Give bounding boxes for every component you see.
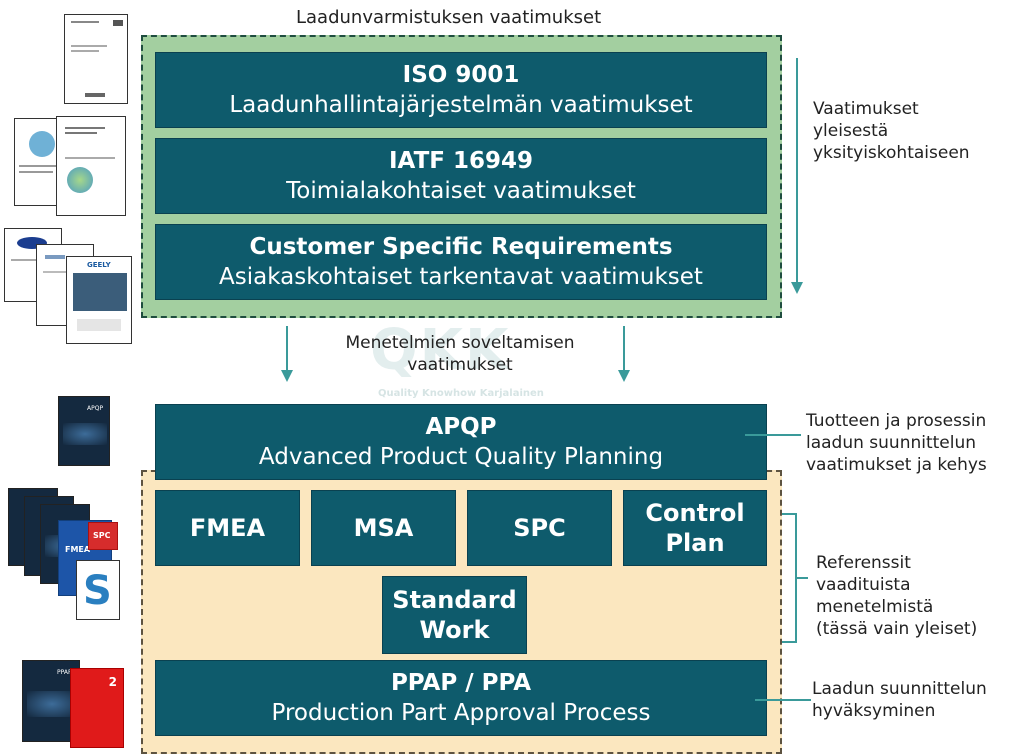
note-line: Referenssit xyxy=(816,553,911,573)
methods-note: Referenssit vaadituista menetelmistä (tä… xyxy=(816,552,977,640)
ppap-title: PPAP / PPA xyxy=(390,670,532,696)
iso-9001-box: ISO 9001 Laadunhallintajärjestelmän vaat… xyxy=(155,52,767,128)
note-line: yksityiskohtaiseen xyxy=(813,143,970,163)
label-line: Menetelmien soveltamisen xyxy=(345,333,575,353)
apqp-title: APQP xyxy=(425,414,497,440)
fmea-box: FMEA xyxy=(155,490,300,566)
note-line: Vaatimukset xyxy=(813,99,919,119)
control-plan-box: Control Plan xyxy=(623,490,767,566)
apqp-note-connector xyxy=(745,434,801,436)
note-line: vaadituista xyxy=(816,575,911,595)
ppap-subtitle: Production Part Approval Process xyxy=(271,700,651,726)
iatf-16949-title: IATF 16949 xyxy=(389,148,533,174)
left-down-arrow xyxy=(281,326,293,382)
apqp-manual-image: APQP xyxy=(58,396,110,466)
customer-specific-title: Customer Specific Requirements xyxy=(249,234,673,260)
note-line: menetelmistä xyxy=(816,597,934,617)
note-line: yleisestä xyxy=(813,121,889,141)
fmea-label: FMEA xyxy=(189,514,266,542)
iso-9001-title: ISO 9001 xyxy=(402,62,520,88)
ppap-note-connector xyxy=(755,699,811,701)
ppap-cover-label: PPAP xyxy=(57,669,72,676)
top-title: Laadunvarmistuksen vaatimukset xyxy=(296,7,602,28)
geely-document-image: GEELY xyxy=(66,256,132,344)
standard-work-box: Standard Work xyxy=(382,576,527,654)
note-line: vaatimukset ja kehys xyxy=(806,455,987,475)
qkk-watermark-logo: QKK xyxy=(370,318,511,383)
iatf-16949-box: IATF 16949 Toimialakohtaiset vaatimukset xyxy=(155,138,767,214)
right-down-arrow xyxy=(618,326,630,382)
ppap-box: PPAP / PPA Production Part Approval Proc… xyxy=(155,660,767,736)
general-to-specific-arrow xyxy=(791,58,803,294)
spc-box: SPC xyxy=(467,490,612,566)
spc-manual-image: SPC xyxy=(88,522,118,550)
ppa-number: 2 xyxy=(108,675,117,689)
iso-9001-subtitle: Laadunhallintajärjestelmän vaatimukset xyxy=(229,92,693,118)
standard-work-label: Standard Work xyxy=(392,586,517,644)
iso-9001-document-image xyxy=(64,14,128,104)
qkk-watermark-text: Quality Knowhow Karjalainen xyxy=(378,388,544,399)
methods-application-label: Menetelmien soveltamisen vaatimukset xyxy=(330,332,590,376)
apqp-cover-label: APQP xyxy=(87,405,104,412)
ppa-manual-image: 2 xyxy=(70,668,124,748)
apqp-box: APQP Advanced Product Quality Planning xyxy=(155,404,767,480)
customer-specific-box: Customer Specific Requirements Asiakasko… xyxy=(155,224,767,300)
msa-label: MSA xyxy=(353,514,414,542)
methods-bracket xyxy=(782,513,808,643)
control-plan-label: Control Plan xyxy=(645,499,745,557)
note-line: laadun suunnittelun xyxy=(806,433,977,453)
geely-label: GEELY xyxy=(87,261,111,269)
customer-specific-subtitle: Asiakaskohtaiset tarkentavat vaatimukset xyxy=(219,264,703,290)
msa-manual-image: S xyxy=(76,560,120,620)
note-line: hyväksyminen xyxy=(812,701,936,721)
iatf-16949-subtitle: Toimialakohtaiset vaatimukset xyxy=(286,178,636,204)
note-line: Tuotteen ja prosessin xyxy=(806,411,987,431)
fmea-cover-label: FMEA xyxy=(65,545,91,554)
general-to-specific-note: Vaatimukset yleisestä yksityiskohtaiseen xyxy=(813,98,970,164)
note-line: (tässä vain yleiset) xyxy=(816,619,978,639)
note-line: Laadun suunnittelun xyxy=(812,679,987,699)
iatf-document-front-image xyxy=(56,116,126,216)
apqp-note: Tuotteen ja prosessin laadun suunnittelu… xyxy=(806,410,987,476)
msa-box: MSA xyxy=(311,490,456,566)
spc-label: SPC xyxy=(513,514,566,542)
spc-cover-label: SPC xyxy=(93,531,111,540)
ppap-note: Laadun suunnittelun hyväksyminen xyxy=(812,678,987,722)
label-line: vaatimukset xyxy=(407,355,513,375)
apqp-subtitle: Advanced Product Quality Planning xyxy=(258,444,664,470)
